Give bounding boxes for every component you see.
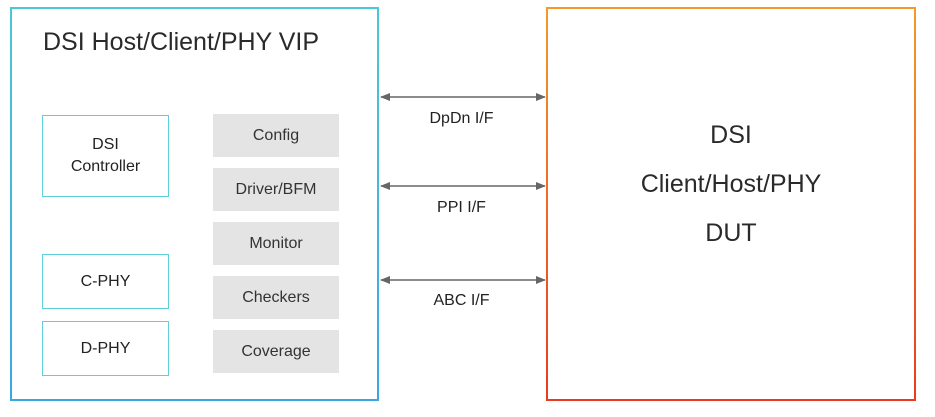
checkers-component: Checkers [213, 276, 339, 319]
driver-bfm-component: Driver/BFM [213, 168, 339, 211]
coverage-component: Coverage [213, 330, 339, 373]
dut-container [546, 7, 916, 401]
dpdn-if-label: DpDn I/F [429, 110, 494, 127]
dut-line-dsi: DSI [710, 121, 752, 149]
dut-line-dut: DUT [705, 219, 757, 247]
dsi-controller-block: DSI Controller [42, 115, 169, 197]
config-component: Config [213, 114, 339, 157]
monitor-component: Monitor [213, 222, 339, 265]
abc-if-label: ABC I/F [433, 292, 490, 309]
dut-line-client-host-phy: Client/Host/PHY [640, 170, 822, 198]
vip-title: DSI Host/Client/PHY VIP [43, 28, 320, 56]
c-phy-block: C-PHY [42, 254, 169, 309]
ppi-if-label: PPI I/F [437, 199, 486, 216]
d-phy-block: D-PHY [42, 321, 169, 376]
